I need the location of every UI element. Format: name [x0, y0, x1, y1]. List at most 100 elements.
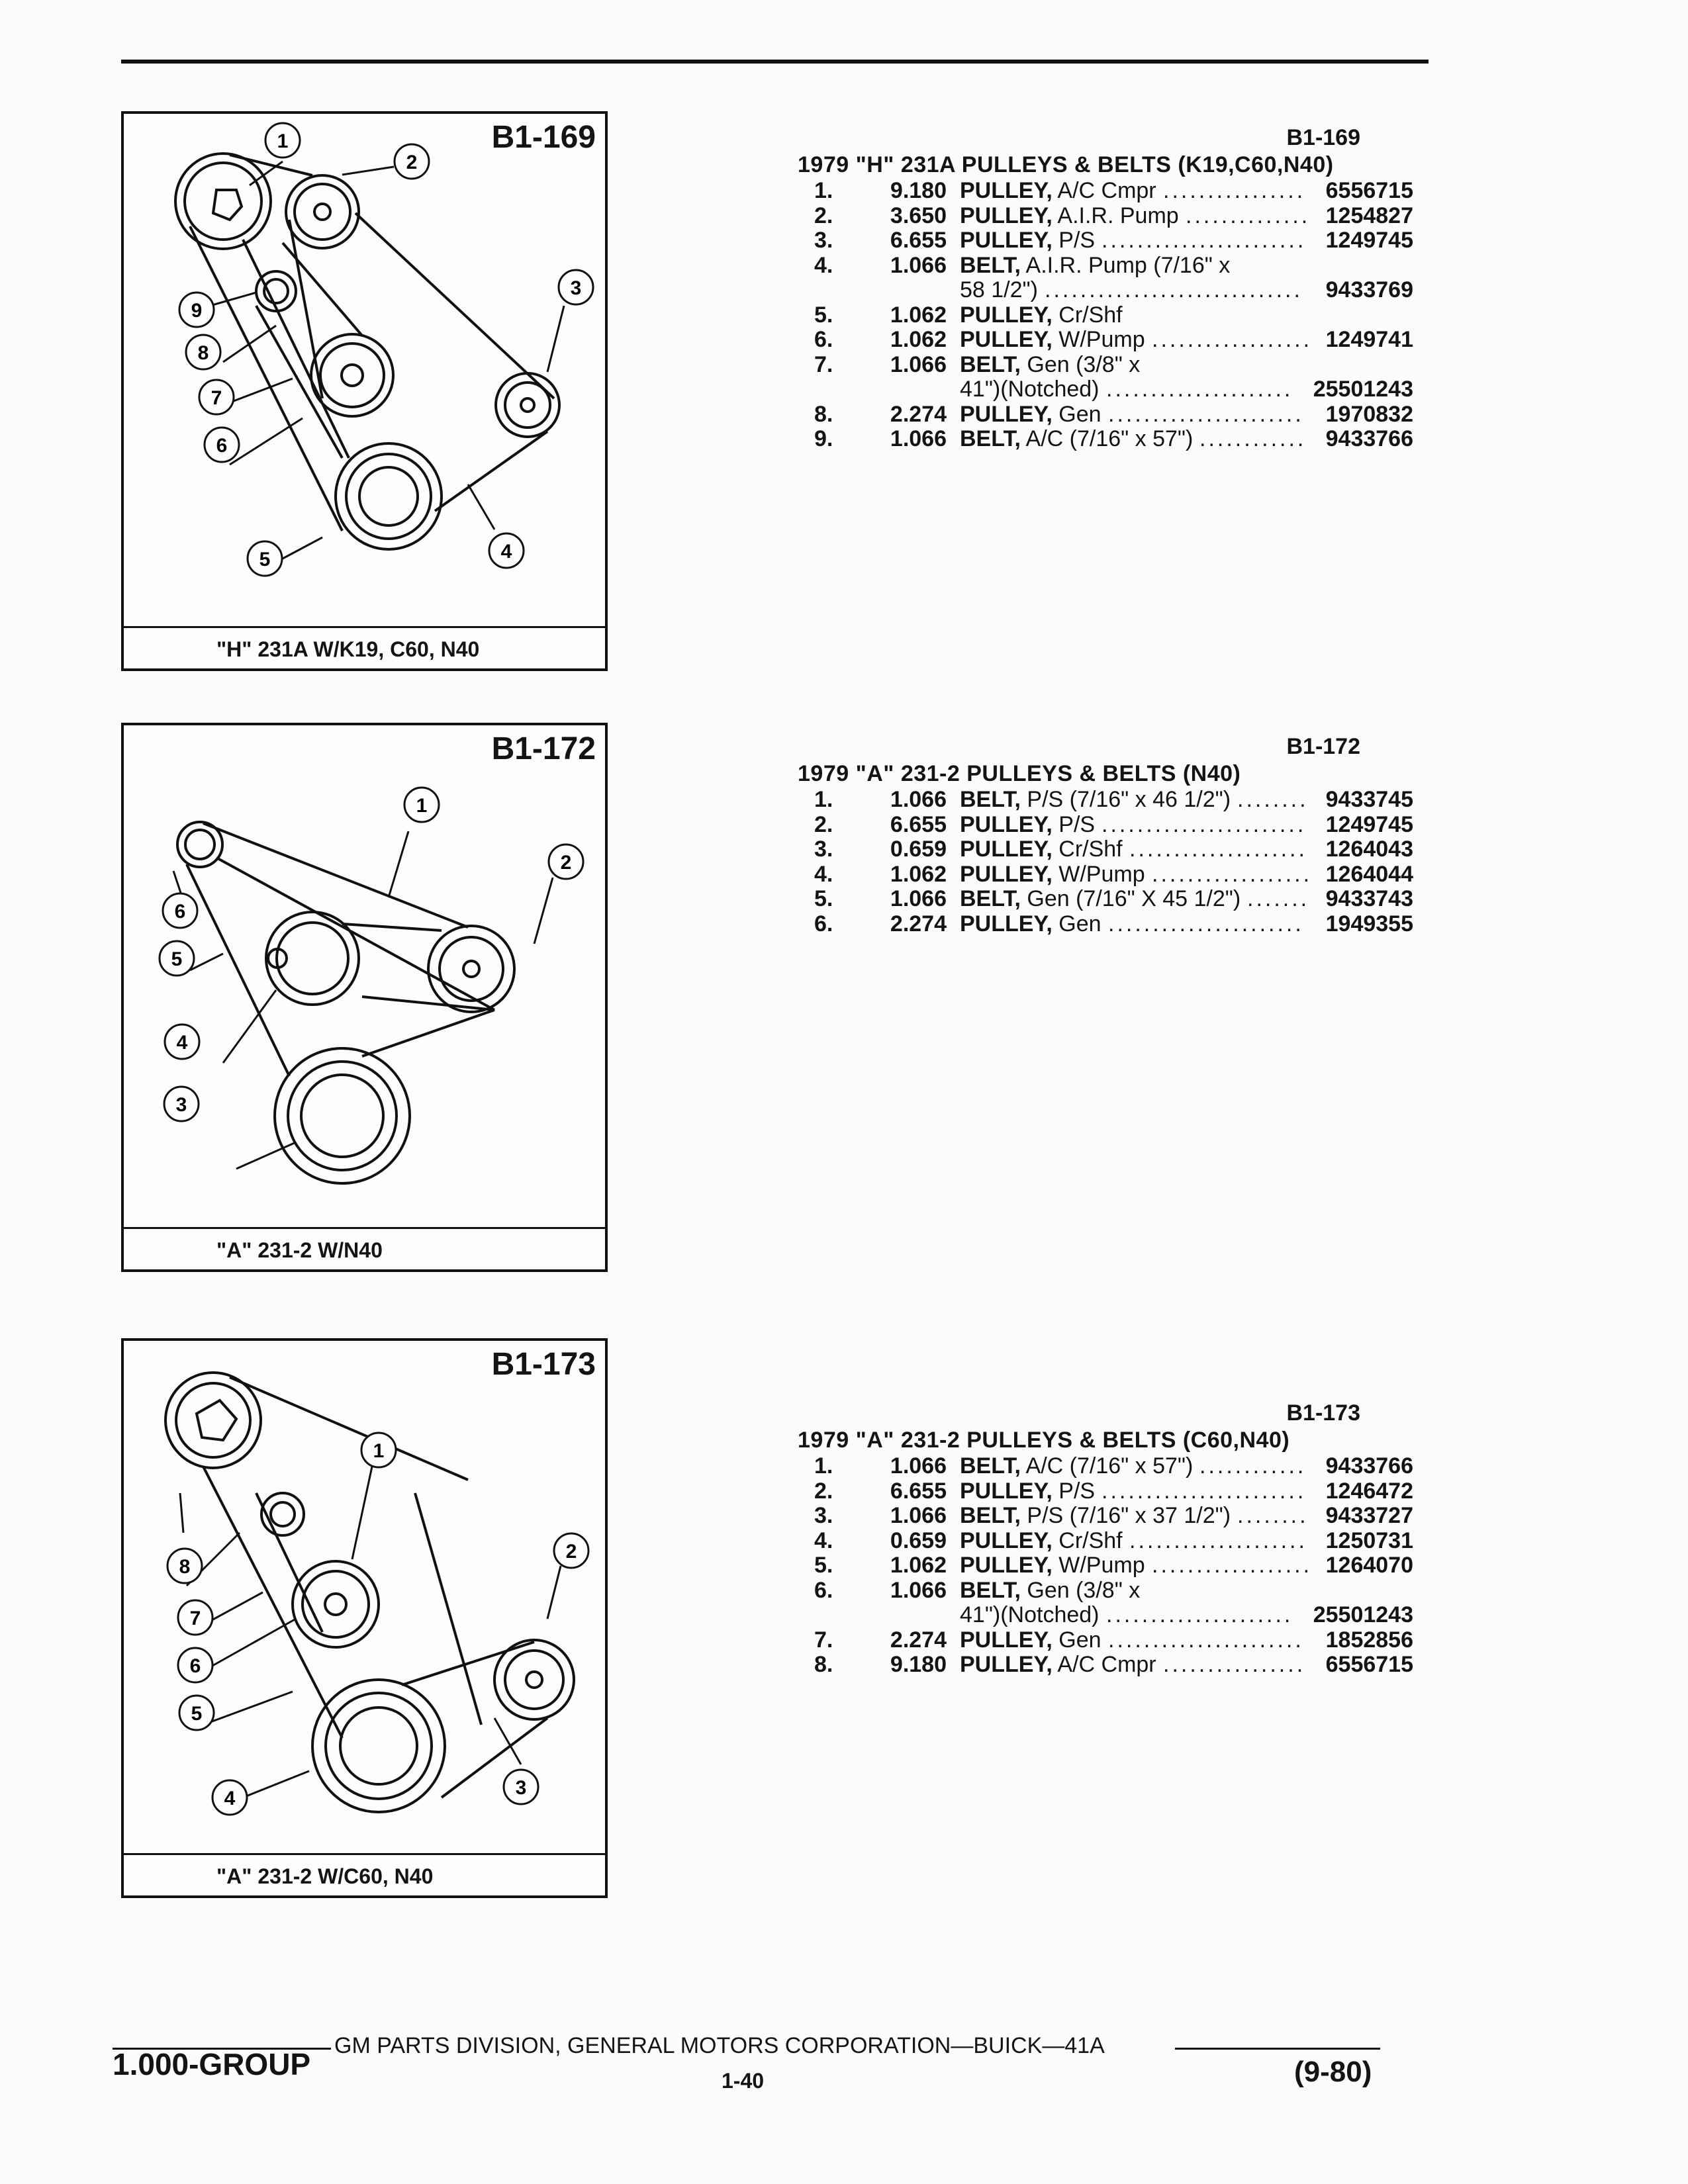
item-number: 9.: [814, 426, 833, 451]
figure-caption: "H" 231A W/K19, C60, N40: [124, 626, 605, 668]
callout-5: 5: [158, 940, 195, 977]
item-quantity: 1.062: [890, 861, 947, 887]
item-part-number: 1264043: [1325, 837, 1413, 862]
svg-text:6: 6: [216, 435, 228, 457]
callout-9: 9: [178, 291, 215, 328]
svg-text:8: 8: [198, 342, 209, 364]
item-number: 5.: [814, 302, 833, 328]
item-description: PULLEY, Cr/Shf: [960, 1528, 1123, 1554]
item-quantity: 1.066: [890, 1503, 947, 1528]
item-description: PULLEY, Gen: [960, 402, 1102, 428]
item-quantity: 1.066: [890, 1453, 947, 1479]
item-spec: 58 1/2"): [960, 277, 1038, 302]
leader-dots: ......................: [1108, 401, 1304, 427]
item-name: BELT,: [960, 1503, 1021, 1528]
item-description: 41")(Notched): [960, 377, 1100, 402]
svg-text:2: 2: [406, 152, 418, 173]
parts-list-b1-169: B1-169 1979 "H" 231A PULLEYS & BELTS (K1…: [798, 124, 1433, 452]
item-spec: Cr/Shf: [1058, 302, 1123, 328]
leader-dots: ........: [1237, 787, 1309, 812]
svg-text:7: 7: [190, 1608, 201, 1629]
item-part-number: 25501243: [1313, 1602, 1413, 1627]
leader-dots: ....................: [1129, 837, 1307, 862]
svg-text:3: 3: [571, 277, 582, 299]
callout-6: 6: [177, 1647, 214, 1684]
svg-text:4: 4: [177, 1032, 188, 1054]
item-part-number: 1970832: [1325, 401, 1413, 427]
callout-7: 7: [198, 379, 235, 416]
figure-id: B1-173: [491, 1347, 596, 1382]
item-spec: P/S: [1058, 1478, 1096, 1504]
svg-text:3: 3: [176, 1094, 187, 1116]
item-description: PULLEY, W/Pump: [960, 862, 1145, 887]
item-quantity: 1.062: [890, 327, 947, 352]
item-description: PULLEY, P/S: [960, 811, 1096, 838]
svg-text:6: 6: [190, 1655, 201, 1677]
item-quantity: 0.659: [890, 1527, 947, 1553]
item-quantity: 1.066: [890, 351, 947, 377]
item-spec: P/S: [1058, 811, 1096, 837]
item-quantity: 1.062: [890, 1553, 947, 1578]
top-rule: [121, 60, 1429, 64]
callout-4: 4: [211, 1779, 248, 1816]
callout-2: 2: [393, 143, 430, 180]
item-description: PULLEY, A.I.R. Pump: [960, 203, 1179, 229]
item-part-number: 1264044: [1325, 861, 1413, 887]
item-name: BELT,: [960, 351, 1021, 377]
callout-5: 5: [246, 540, 283, 577]
svg-text:5: 5: [259, 549, 271, 570]
footer-rule-right: [1175, 2048, 1380, 2050]
svg-text:2: 2: [566, 1541, 577, 1563]
leader-dots: .......................: [1102, 811, 1307, 837]
item-number: 3.: [814, 837, 833, 862]
item-number: 1.: [814, 178, 833, 203]
item-quantity: 2.274: [890, 1627, 947, 1653]
leader-dots: ................: [1163, 178, 1306, 203]
item-name: PULLEY,: [960, 228, 1053, 253]
callout-1: 1: [264, 122, 301, 159]
item-description: BELT, Gen (7/16" X 45 1/2"): [960, 886, 1241, 912]
item-quantity: 1.062: [890, 302, 947, 328]
item-name: PULLEY,: [960, 203, 1053, 228]
callout-1: 1: [360, 1432, 397, 1469]
item-description: BELT, Gen (3/8" x: [960, 351, 1140, 378]
callout-2: 2: [553, 1532, 590, 1569]
item-number: 4.: [814, 861, 833, 887]
item-quantity: 1.066: [890, 1577, 947, 1603]
item-part-number: 1264070: [1325, 1553, 1413, 1578]
item-part-number: 1949355: [1325, 911, 1413, 936]
item-spec: A/C Cmpr: [1057, 1652, 1156, 1677]
svg-text:7: 7: [211, 387, 222, 409]
item-spec: A/C Cmpr: [1057, 178, 1156, 203]
callout-5: 5: [178, 1694, 215, 1731]
item-name: PULLEY,: [960, 911, 1053, 936]
item-quantity: 6.655: [890, 1478, 947, 1504]
item-quantity: 2.274: [890, 911, 947, 936]
item-spec: P/S: [1058, 228, 1096, 253]
item-name: BELT,: [960, 1577, 1021, 1603]
callout-1: 1: [403, 786, 440, 823]
item-description: 41")(Notched): [960, 1602, 1100, 1628]
item-spec: W/Pump: [1058, 327, 1145, 352]
callout-2: 2: [547, 843, 585, 880]
item-spec: W/Pump: [1058, 1553, 1145, 1578]
item-part-number: 6556715: [1325, 1652, 1413, 1677]
item-description: BELT, A/C (7/16" x 57"): [960, 426, 1193, 452]
callout-3: 3: [502, 1768, 539, 1805]
item-description: BELT, A/C (7/16" x 57"): [960, 1453, 1193, 1479]
item-spec: Gen (3/8" x: [1027, 1577, 1141, 1603]
item-number: 8.: [814, 401, 833, 427]
footer-date: (9-80): [1294, 2056, 1372, 2088]
svg-text:4: 4: [224, 1788, 236, 1809]
